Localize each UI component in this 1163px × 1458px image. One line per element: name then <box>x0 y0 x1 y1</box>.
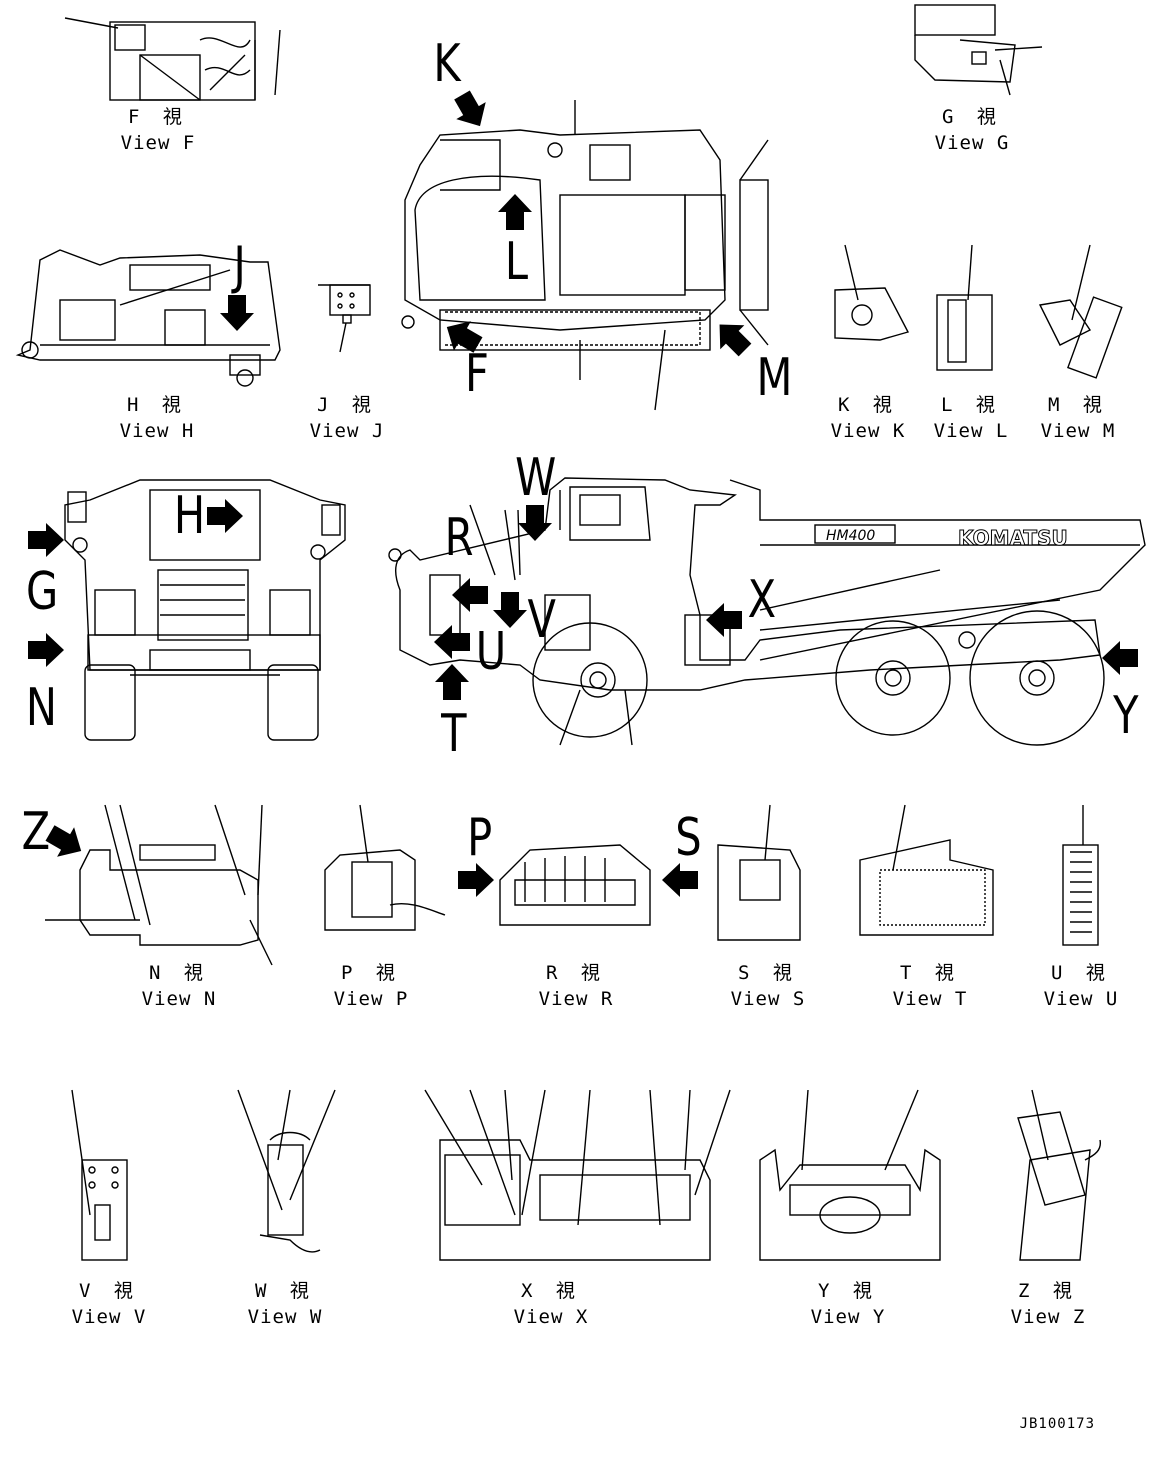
letter-h: H <box>173 486 206 546</box>
letter-r: R <box>444 508 474 568</box>
arrow-l-icon <box>497 193 533 231</box>
view-m-drawing <box>1038 244 1123 379</box>
view-u-drawing <box>1062 805 1099 946</box>
letter-f: F <box>464 344 489 404</box>
letter-n: N <box>25 678 58 738</box>
letter-g: G <box>26 562 59 622</box>
view-n-drawing <box>45 804 273 966</box>
arrow-u-icon <box>433 624 471 660</box>
view-y-drawing <box>759 1089 941 1261</box>
brand-label: KOMATSU <box>958 526 1068 550</box>
arrow-s-icon <box>661 862 699 898</box>
top-plan-view-drawing <box>401 100 769 411</box>
side-view-drawing <box>388 477 1146 746</box>
letter-y: Y <box>1113 686 1139 746</box>
letter-w: W <box>515 448 557 508</box>
view-v-drawing <box>71 1089 128 1261</box>
view-l-drawing <box>936 244 993 371</box>
letter-t: T <box>441 704 467 764</box>
view-r-drawing <box>499 844 651 926</box>
arrow-p-icon <box>457 862 495 898</box>
view-p-drawing <box>324 804 446 931</box>
view-z-drawing <box>1017 1089 1102 1261</box>
view-s-drawing <box>717 804 801 941</box>
arrow-m-icon <box>706 311 758 363</box>
letter-u: U <box>475 622 507 682</box>
letter-x: X <box>747 570 777 630</box>
front-view-drawing <box>64 479 346 741</box>
view-k-drawing <box>834 244 910 341</box>
arrow-x-icon <box>705 602 743 638</box>
letter-v: V <box>527 590 557 650</box>
view-j-drawing <box>318 284 371 353</box>
view-g-drawing <box>914 4 1043 96</box>
arrow-g-icon <box>27 522 65 558</box>
arrow-h-icon <box>206 498 244 534</box>
arrow-n-icon <box>27 632 65 668</box>
letter-l: L <box>504 232 529 292</box>
arrow-t-icon <box>434 663 470 701</box>
letter-s: S <box>675 808 702 868</box>
document-id: JB100173 <box>1019 1416 1095 1432</box>
arrow-j-icon <box>219 294 255 332</box>
letter-k: K <box>433 34 461 94</box>
letter-p: P <box>467 808 493 868</box>
arrow-r-icon <box>451 577 489 613</box>
letter-j: J <box>233 236 246 296</box>
arrow-y-icon <box>1101 640 1139 676</box>
view-f-drawing <box>64 17 281 101</box>
view-w-drawing <box>237 1089 336 1253</box>
letter-m: M <box>756 348 793 408</box>
letter-z: Z <box>21 802 51 862</box>
model-label: HM400 <box>826 528 875 544</box>
view-x-drawing <box>424 1089 731 1261</box>
view-t-drawing <box>859 804 994 936</box>
view-h-drawing <box>15 249 281 387</box>
